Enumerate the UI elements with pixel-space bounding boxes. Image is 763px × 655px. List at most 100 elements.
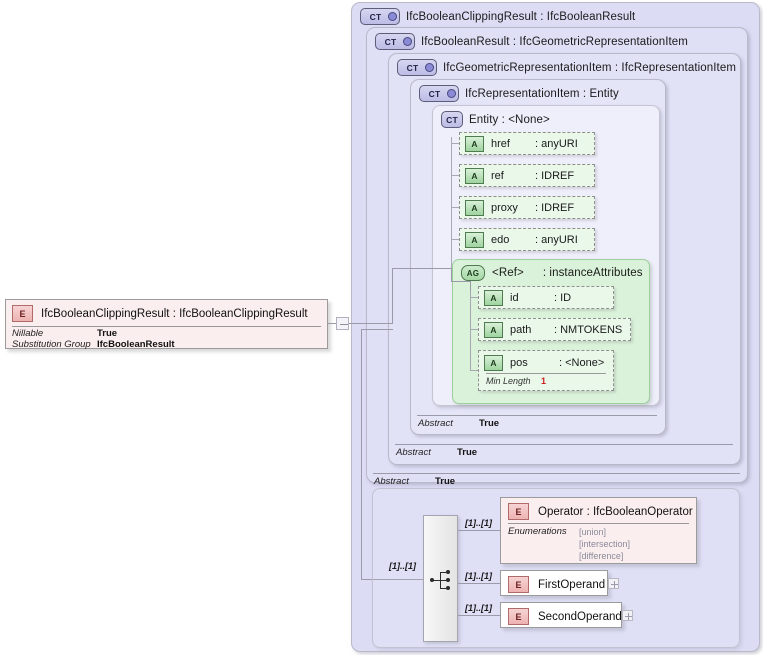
element-divider (12, 326, 321, 327)
element-ifcbooleanclippingresult[interactable]: E IfcBooleanClippingResult : IfcBooleanC… (5, 299, 328, 350)
cardinality-operator: [1]..[1] (465, 518, 492, 528)
attribute-name: path (510, 323, 532, 336)
abstract-label: Abstract (418, 418, 453, 429)
abstract-label: Abstract (374, 476, 409, 487)
facet-label-minlength: Min Length (486, 376, 531, 386)
property-label-substitution-group: Substitution Group (12, 339, 91, 350)
element-operator[interactable]: E Operator : IfcBooleanOperator Enumerat… (500, 497, 697, 564)
attr-tree-branch (451, 143, 460, 144)
element-divider (508, 523, 689, 524)
abstract-value: True (435, 476, 456, 487)
expand-firstoperand-icon[interactable] (608, 578, 619, 589)
container-title-5: Entity : <None> (469, 113, 550, 126)
container-title-4: IfcRepresentationItem : Entity (465, 87, 619, 100)
attribute-icon: A (484, 321, 503, 338)
cardinality-firstoperand: [1]..[1] (465, 571, 492, 581)
connector-line (349, 323, 393, 324)
attribute-name: proxy (491, 201, 518, 214)
container-header-2: CT IfcBooleanResult : IfcGeometricRepres… (375, 33, 688, 50)
enumeration-value: [difference] (579, 551, 624, 561)
attribute-pos-row: A pos (484, 355, 528, 371)
element-icon: E (508, 608, 529, 625)
sequence-compositor-icon (430, 570, 453, 590)
element-header: E IfcBooleanClippingResult : IfcBooleanC… (12, 305, 308, 322)
complextype-plus-icon[interactable]: CT (375, 33, 415, 50)
element-title: Operator : IfcBooleanOperator (538, 505, 693, 518)
element-firstoperand[interactable]: E FirstOperand (500, 570, 608, 596)
property-value-substitution-group: IfcBooleanResult (97, 339, 175, 350)
attribute-name: pos (510, 357, 528, 369)
attribute-group-icon: AG (461, 265, 485, 281)
abstract-footer-3: Abstract True (373, 473, 740, 487)
container-header-5: CT Entity : <None> (441, 111, 550, 128)
connector-line (458, 583, 500, 584)
attribute-type: : IDREF (535, 169, 575, 182)
collapse-toggle-icon[interactable] (336, 317, 349, 330)
connector-line (361, 329, 393, 330)
connector-line (392, 268, 421, 269)
connector-line (361, 329, 362, 579)
ag-tree-trunk (470, 291, 471, 371)
container-title-3: IfcGeometricRepresentationItem : IfcRepr… (443, 61, 737, 74)
complextype-icon: CT (441, 111, 463, 128)
abstract-label: Abstract (396, 447, 431, 458)
attribute-name: href (491, 137, 510, 150)
attribute-type: : <None> (559, 357, 605, 369)
attribute-icon: A (465, 199, 484, 216)
attribute-name: edo (491, 233, 510, 246)
attribute-ref[interactable]: A ref : IDREF (459, 164, 595, 187)
attribute-name: id (510, 291, 519, 304)
attribute-type: : IDREF (535, 201, 575, 214)
attribute-icon: A (465, 231, 484, 248)
attribute-id[interactable]: A id : ID (478, 286, 614, 309)
connector-line (458, 615, 500, 616)
attribute-group-type: : instanceAttributes (542, 267, 643, 279)
attribute-name: ref (491, 169, 504, 182)
connector-line (421, 268, 451, 269)
element-secondoperand[interactable]: E SecondOperand (500, 602, 622, 628)
cardinality-sequence: [1]..[1] (389, 561, 416, 571)
complextype-plus-icon[interactable]: CT (419, 85, 459, 102)
element-header: E FirstOperand (508, 576, 605, 593)
attribute-type: : ID (554, 291, 572, 304)
element-header: E Operator : IfcBooleanOperator (508, 503, 693, 520)
element-title: IfcBooleanClippingResult : IfcBooleanCli… (41, 307, 308, 320)
sequence-compositor[interactable] (423, 515, 458, 642)
container-title-2: IfcBooleanResult : IfcGeometricRepresent… (421, 35, 688, 48)
attr-tree-branch (451, 175, 460, 176)
enumeration-values: [union] [intersection] [difference] (579, 526, 630, 562)
abstract-value: True (479, 418, 500, 429)
connector-line (470, 281, 471, 291)
attribute-type: : anyURI (535, 137, 578, 150)
ag-tree-branch (470, 297, 479, 298)
attribute-pos[interactable]: A pos : <None> Min Length 1 (478, 350, 614, 391)
abstract-footer-1: Abstract True (417, 415, 657, 429)
facet-value-minlength: 1 (541, 376, 547, 386)
property-label-nillable: Nillable (12, 328, 44, 339)
connector-line (361, 579, 423, 580)
connector-line (451, 281, 471, 282)
facet-divider (486, 373, 606, 374)
container-title-1: IfcBooleanClippingResult : IfcBooleanRes… (406, 10, 636, 23)
connector-line (328, 323, 336, 324)
attribute-group-header: AG <Ref> : instanceAttributes (461, 265, 643, 281)
enumeration-value: [union] (579, 527, 607, 537)
attribute-edo[interactable]: A edo : anyURI (459, 228, 595, 251)
element-title: FirstOperand (538, 578, 606, 591)
attribute-href[interactable]: A href : anyURI (459, 132, 595, 155)
element-title: SecondOperand (538, 610, 622, 623)
cardinality-secondoperand: [1]..[1] (465, 603, 492, 613)
attribute-path[interactable]: A path : NMTOKENS (478, 318, 631, 341)
abstract-value: True (457, 447, 478, 458)
element-icon: E (12, 305, 33, 322)
attribute-type: : anyURI (535, 233, 578, 246)
attribute-proxy[interactable]: A proxy : IDREF (459, 196, 595, 219)
attribute-icon: A (465, 135, 484, 152)
element-icon: E (508, 503, 529, 520)
ag-tree-branch (470, 329, 479, 330)
expand-secondoperand-icon[interactable] (622, 610, 633, 621)
complextype-plus-icon[interactable]: CT (360, 8, 400, 25)
attribute-icon: A (484, 289, 503, 306)
complextype-plus-icon[interactable]: CT (397, 59, 437, 76)
abstract-footer-2: Abstract True (395, 444, 733, 458)
